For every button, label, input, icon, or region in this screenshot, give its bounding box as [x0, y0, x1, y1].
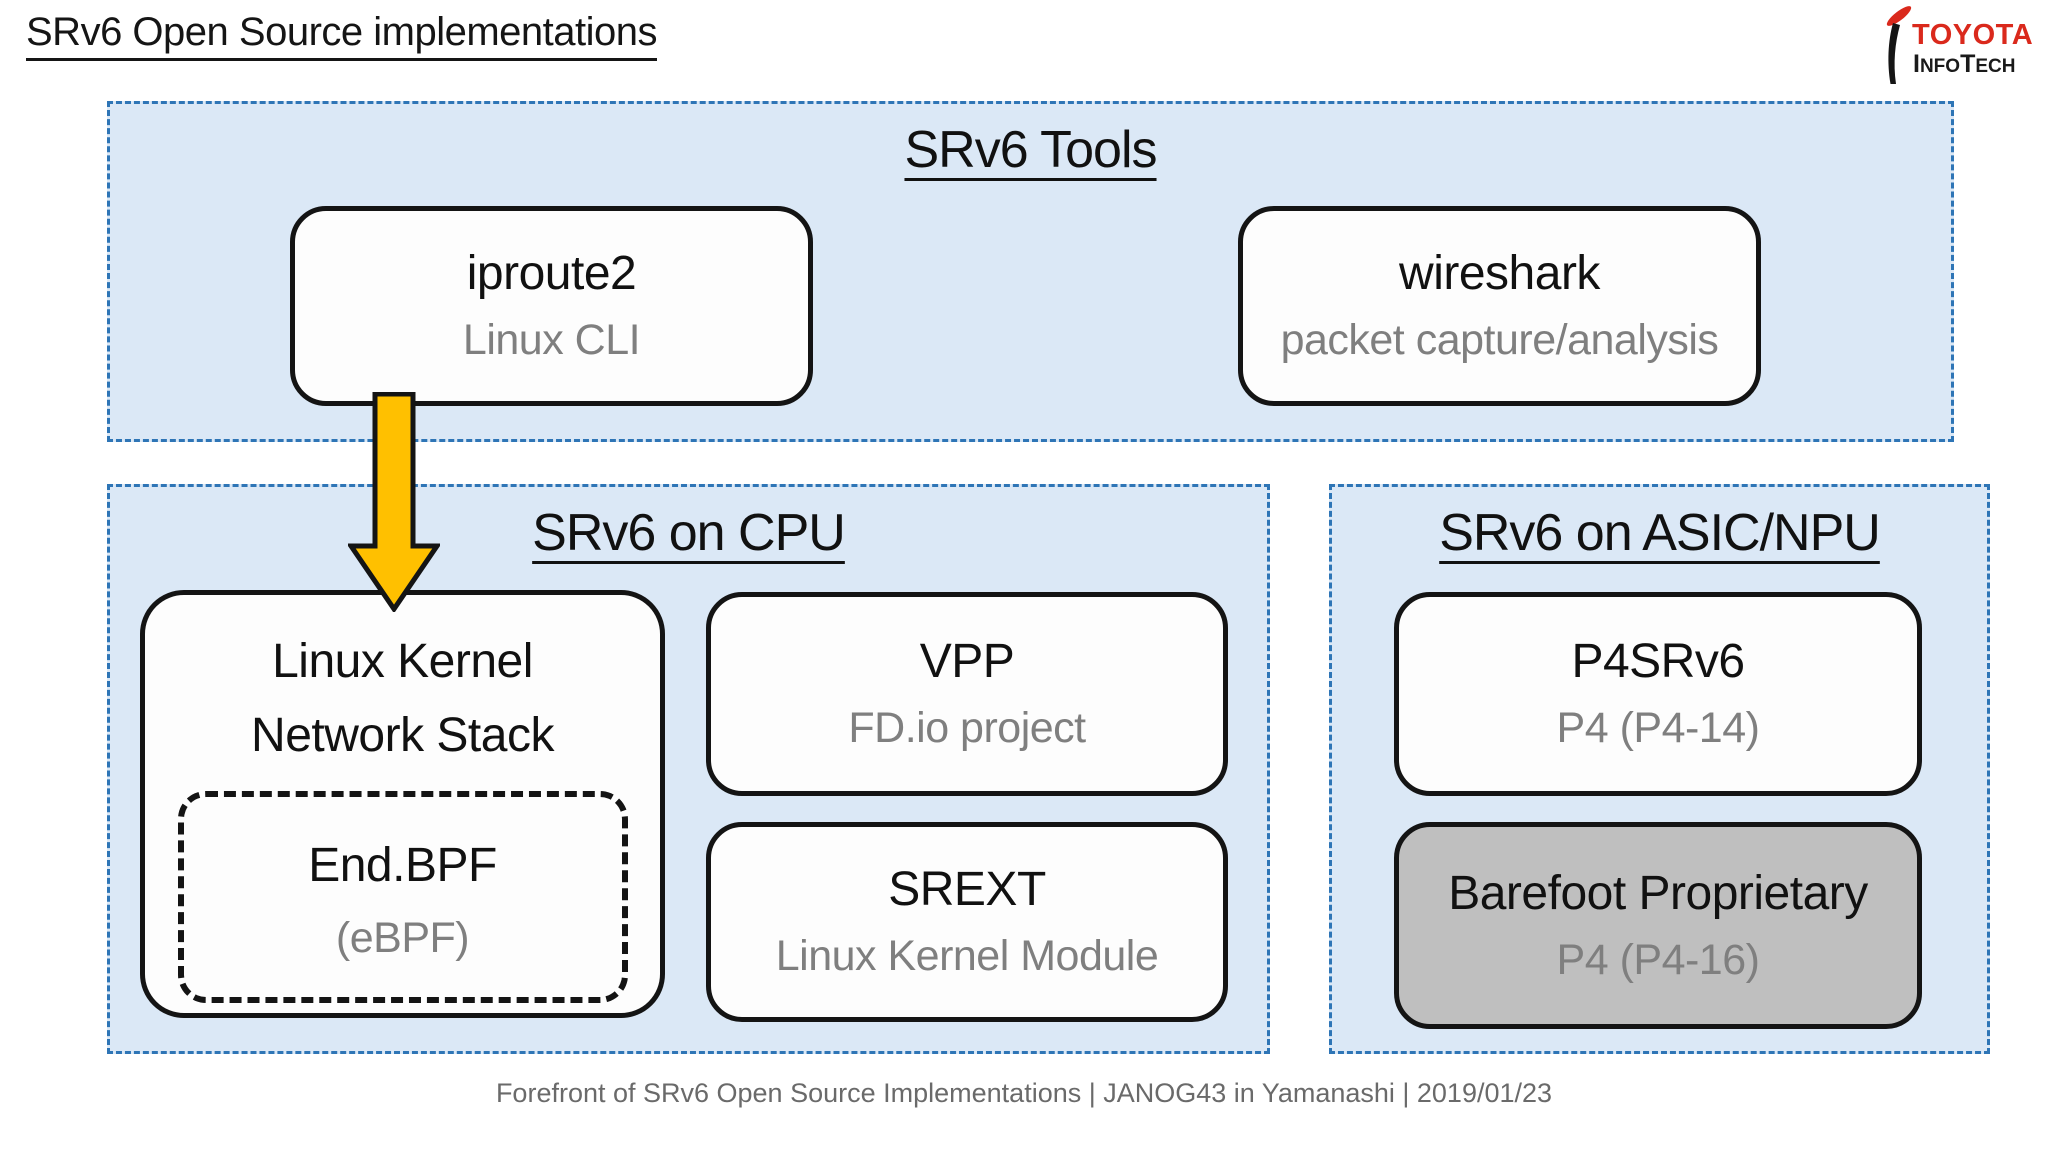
- node-p4srv6-name: P4SRv6: [1571, 635, 1745, 689]
- node-p4srv6: P4SRv6 P4 (P4-14): [1394, 592, 1922, 796]
- node-srext: SREXT Linux Kernel Module: [706, 822, 1228, 1022]
- srv6-on-asic-npu-panel-title: SRv6 on ASIC/NPU: [1439, 504, 1881, 562]
- srv6-tools-panel-title: SRv6 Tools: [904, 121, 1157, 179]
- node-barefoot-proprietary: Barefoot Proprietary P4 (P4-16): [1394, 822, 1922, 1029]
- node-vpp-desc: FD.io project: [848, 704, 1086, 752]
- infotech-nfo: NFO: [1920, 56, 1960, 77]
- node-barefoot-desc: P4 (P4-16): [1556, 935, 1760, 984]
- node-kernel-name-line1: Linux Kernel: [272, 635, 533, 688]
- node-wireshark-desc: packet capture/analysis: [1280, 316, 1719, 364]
- infotech-wordmark: INFOTECH: [1913, 50, 2015, 78]
- toyota-wordmark: TOYOTA: [1912, 19, 2033, 51]
- page-title: SRv6 Open Source implementations: [26, 10, 658, 61]
- node-iproute2: iproute2 Linux CLI: [290, 206, 813, 406]
- node-vpp: VPP FD.io project: [706, 592, 1228, 796]
- brush-stroke-icon: [1888, 23, 1900, 84]
- node-endbpf-name: End.BPF: [308, 839, 497, 893]
- node-kernel-name-line2: Network Stack: [251, 709, 554, 762]
- infotech-cap-t: T: [1960, 50, 1975, 78]
- infotech-cap-i: I: [1913, 50, 1920, 78]
- node-linux-kernel-network-stack: Linux Kernel Network Stack End.BPF (eBPF…: [140, 590, 665, 1018]
- down-arrow-icon: [348, 392, 440, 612]
- node-endbpf: End.BPF (eBPF): [177, 791, 628, 1003]
- node-vpp-name: VPP: [919, 635, 1015, 689]
- srv6-on-cpu-panel-title: SRv6 on CPU: [532, 504, 846, 562]
- node-wireshark: wireshark packet capture/analysis: [1238, 206, 1761, 406]
- node-endbpf-desc: (eBPF): [335, 914, 470, 963]
- node-p4srv6-desc: P4 (P4-14): [1556, 704, 1760, 752]
- node-srext-name: SREXT: [888, 863, 1046, 917]
- toyota-infotech-logo: TOYOTA INFOTECH: [1886, 6, 2033, 84]
- leaf-icon: [1886, 6, 1912, 26]
- node-barefoot-name: Barefoot Proprietary: [1448, 866, 1868, 920]
- infotech-ech: ECH: [1975, 56, 2015, 77]
- node-iproute2-name: iproute2: [466, 247, 637, 301]
- node-wireshark-name: wireshark: [1399, 247, 1600, 301]
- footer-caption: Forefront of SRv6 Open Source Implementa…: [495, 1078, 1553, 1108]
- node-iproute2-desc: Linux CLI: [462, 316, 641, 364]
- node-srext-desc: Linux Kernel Module: [775, 932, 1159, 980]
